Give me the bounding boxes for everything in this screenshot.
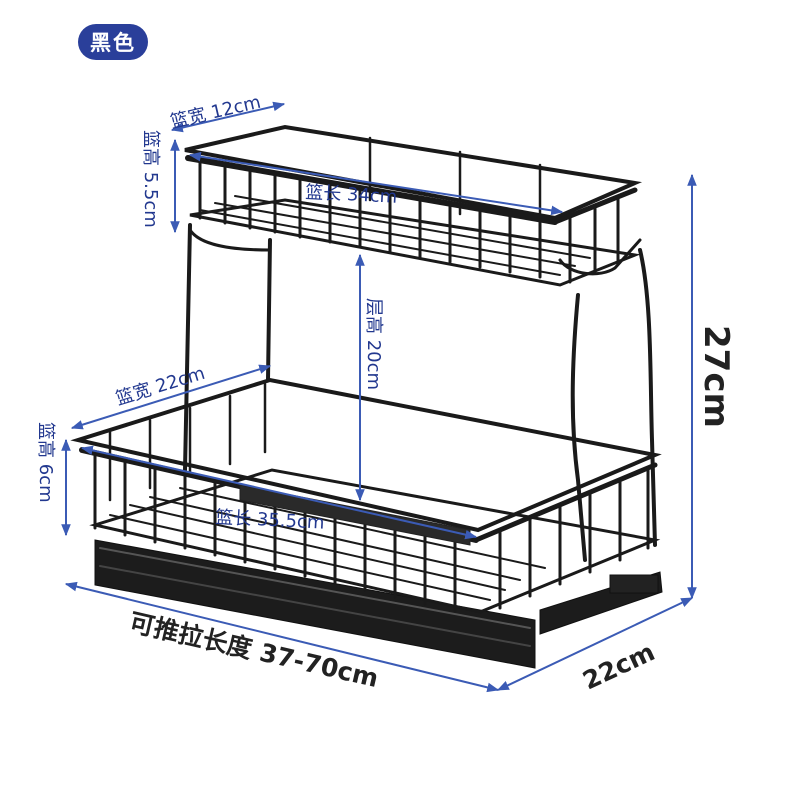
rack-drawing [70,124,663,669]
dimension-lines [61,101,697,693]
overall-height-label: 27cm [696,325,736,428]
bottom-basket-length-label: 篮长 35.5cm [215,507,325,534]
side-supports [183,223,657,562]
top-basket-length-label: 篮长 34cm [305,182,398,208]
top-basket-width-label: 篮宽 12cm [168,92,262,133]
top-basket-height-label: 篮高 5.5cm [140,130,161,228]
top-basket [184,124,643,287]
slide-rails [94,539,663,669]
color-badge: 黑色 [78,24,148,60]
layer-height-label: 层高 20cm [363,298,384,390]
bottom-basket-height-label: 篮高 6cm [35,422,56,503]
